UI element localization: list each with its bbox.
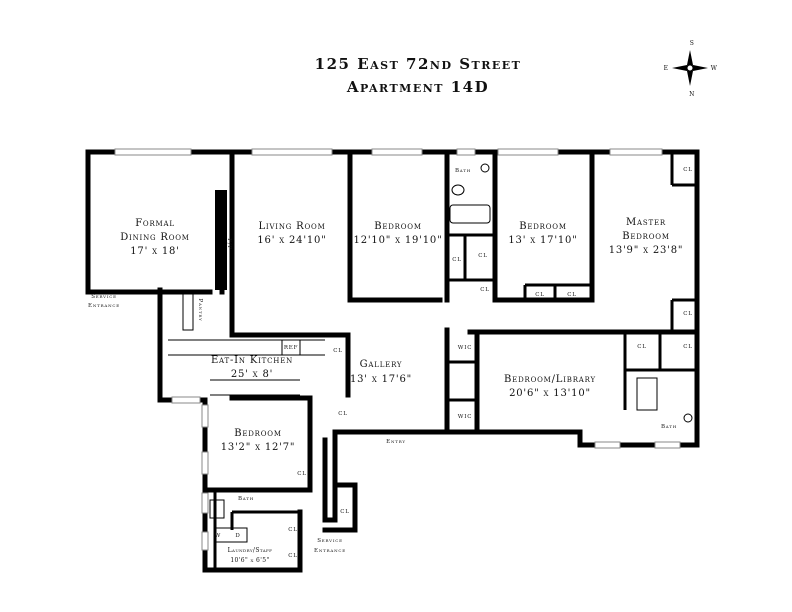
room-master-bedroom: Master Bedroom 13'9" x 23'8" <box>609 217 684 256</box>
bath-label: Bath <box>661 424 677 430</box>
apartment-title: Apartment 14D <box>346 78 490 96</box>
service-entrance-label: Entrance <box>314 548 346 554</box>
room-name: Eat-In Kitchen <box>211 355 293 366</box>
room-bedroom-1: Bedroom 12'10" x 19'10" <box>354 221 443 246</box>
closet-label: CL <box>340 509 349 515</box>
closet-label: CL <box>288 527 297 533</box>
compass-w: W <box>711 65 718 72</box>
closet-label: CL <box>567 292 576 298</box>
closet-label: CL <box>478 253 487 259</box>
room-name: Master <box>626 217 666 228</box>
service-entrance-label: Service <box>317 538 343 544</box>
compass-n: N <box>689 91 695 98</box>
closet-label: CL <box>683 311 692 317</box>
exterior-walls <box>85 149 700 573</box>
service-entrance-label: Entrance <box>88 303 120 309</box>
closet-label: CL <box>683 344 692 350</box>
closet-label: CL <box>297 471 306 477</box>
wic-label: WIC <box>458 414 472 420</box>
wic-label: WIC <box>458 345 472 351</box>
room-size: 13'9" x 23'8" <box>609 245 684 256</box>
closet-label: CL <box>637 344 646 350</box>
closet-label: CL <box>480 287 489 293</box>
room-size: 17' x 18' <box>130 246 180 257</box>
room-size: 10'6" x 6'5" <box>230 557 269 564</box>
room-size: 25' x 8' <box>231 369 273 380</box>
room-size: 13' x 17'10" <box>508 235 577 246</box>
closet-label: CL <box>333 348 342 354</box>
dryer-label: D <box>235 533 240 539</box>
room-name: Bedroom <box>374 221 422 232</box>
address-title: 125 East 72nd Street <box>314 55 522 73</box>
room-size: 20'6" x 13'10" <box>509 388 591 399</box>
closet-label: CL <box>338 411 347 417</box>
room-gallery: Gallery 13' x 17'6" <box>350 359 412 385</box>
closet-label: CL <box>452 257 461 263</box>
compass-e: E <box>664 65 669 72</box>
fireplace-label: F/P <box>226 238 232 250</box>
room-name: Bedroom <box>234 428 282 439</box>
windows <box>114 148 681 551</box>
room-kitchen: Eat-In Kitchen 25' x 8' <box>211 355 293 380</box>
pantry-label: Pantry <box>197 298 203 321</box>
room-size: 16' x 24'10" <box>257 235 326 246</box>
service-entrance-label: Service <box>91 294 117 300</box>
bath-label: Bath <box>455 168 471 174</box>
room-library: Bedroom/Library 20'6" x 13'10" <box>504 374 596 399</box>
room-name: Bedroom <box>622 231 670 242</box>
entry-label: Entry <box>386 439 406 445</box>
room-name: Gallery <box>360 359 403 370</box>
closet-label: CL <box>683 167 692 173</box>
interior-walls <box>85 149 700 570</box>
room-name: Formal <box>135 218 175 229</box>
room-laundry: Laundry/Staff 10'6" x 6'5" <box>228 547 273 564</box>
washer-label: W <box>215 533 221 539</box>
room-name: Living Room <box>258 221 325 232</box>
room-bedroom-2: Bedroom 13' x 17'10" <box>508 221 577 246</box>
closet-label: CL <box>535 292 544 298</box>
bath-label: Bath <box>238 496 254 502</box>
room-dining: Formal Dining Room 17' x 18' <box>120 218 190 257</box>
small-labels: Bath Bath Bath CL CL CL CL CL CL CL CL C… <box>88 167 692 559</box>
compass-rose-icon: S E W N <box>664 40 718 98</box>
room-staff-bedroom: Bedroom 13'2" x 12'7" <box>221 428 296 453</box>
room-living: Living Room 16' x 24'10" <box>257 221 326 246</box>
room-size: 12'10" x 19'10" <box>354 235 443 246</box>
room-name: Bedroom <box>519 221 567 232</box>
room-name: Bedroom/Library <box>504 374 596 385</box>
room-size: 13'2" x 12'7" <box>221 442 296 453</box>
compass-s: S <box>690 40 695 47</box>
room-name: Dining Room <box>120 232 190 243</box>
room-size: 13' x 17'6" <box>350 374 412 385</box>
room-name: Laundry/Staff <box>228 547 273 554</box>
refrigerator-label: REF <box>284 345 298 351</box>
closet-label: CL <box>288 553 297 559</box>
